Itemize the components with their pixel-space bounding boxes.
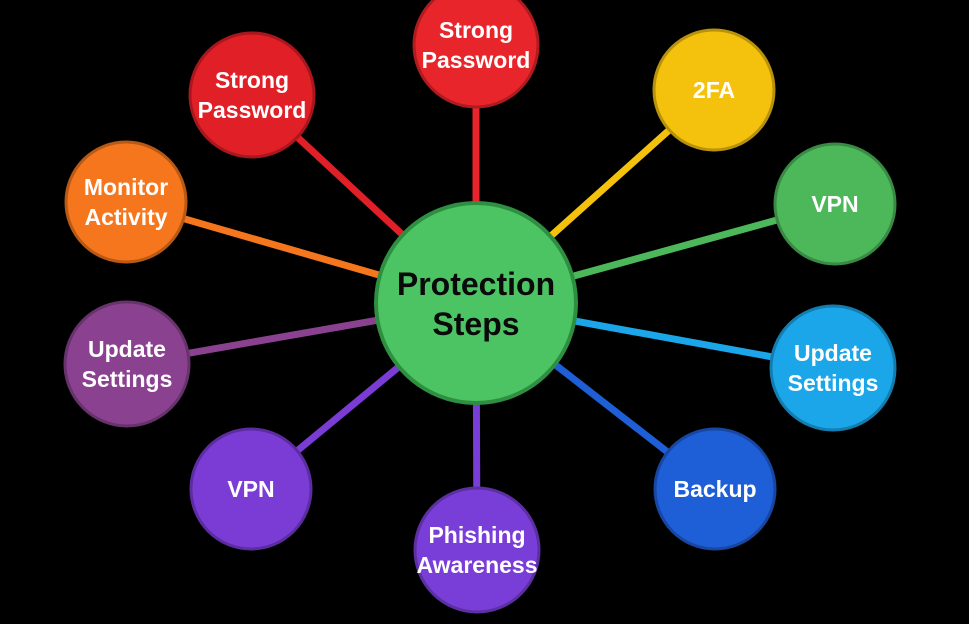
node-label: Settings (82, 366, 173, 392)
node-circle (64, 140, 188, 264)
node-label: Awareness (416, 552, 537, 578)
node-circle (412, 0, 540, 109)
node-label: Monitor (84, 174, 168, 200)
node-label: Strong (215, 67, 289, 93)
center-circle (374, 201, 578, 405)
center-label: Steps (432, 306, 519, 342)
node-vpn-right: VPN (773, 142, 897, 266)
node-label: 2FA (693, 77, 735, 103)
node-label: Update (88, 336, 166, 362)
node-circle (769, 304, 897, 432)
node-label: Password (198, 97, 307, 123)
node-label: VPN (811, 191, 858, 217)
node-label: VPN (227, 476, 274, 502)
node-2fa: 2FA (652, 28, 776, 152)
node-circle (652, 28, 776, 152)
node-circle (189, 427, 313, 551)
node-label: Phishing (428, 522, 525, 548)
node-label: Backup (673, 476, 756, 502)
node-label: Activity (84, 204, 167, 230)
node-label: Update (794, 340, 872, 366)
node-backup: Backup (653, 427, 777, 551)
node-label: Settings (788, 370, 879, 396)
node-circle (413, 486, 541, 614)
center-label: Protection (397, 266, 555, 302)
node-circle (773, 142, 897, 266)
node-label: Password (422, 47, 531, 73)
node-circle (63, 300, 191, 428)
node-circle (188, 31, 316, 159)
node-vpn-left: VPN (189, 427, 313, 551)
node-circle (653, 427, 777, 551)
node-label: Strong (439, 17, 513, 43)
